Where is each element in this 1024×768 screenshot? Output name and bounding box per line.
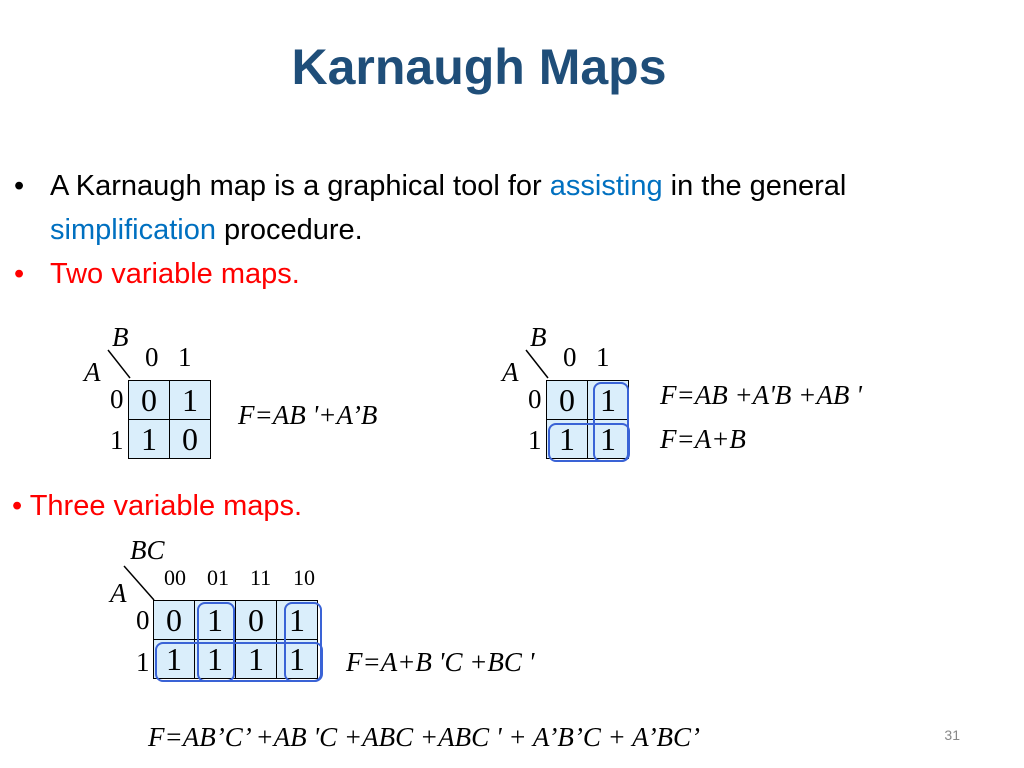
slide-title: Karnaugh Maps bbox=[291, 39, 667, 95]
map1-cell: 0 bbox=[169, 419, 211, 459]
map1-row-head-0: 0 bbox=[110, 384, 124, 414]
bullet-1: • A Karnaugh map is a graphical tool for… bbox=[12, 164, 972, 252]
map3-col-head-1: 01 bbox=[207, 565, 229, 590]
map3-cell: 0 bbox=[235, 600, 277, 640]
map3-row-head-1: 1 bbox=[136, 647, 150, 677]
map3-col-head-0: 00 bbox=[164, 565, 186, 590]
bullet-1-text-b: in the general bbox=[662, 170, 847, 202]
bullet-3-text: Three variable maps. bbox=[29, 490, 303, 522]
bullet-dot: • bbox=[14, 258, 25, 290]
map1-row-head-1: 1 bbox=[110, 425, 124, 455]
map1-col-head-0: 0 bbox=[145, 342, 159, 372]
bullet-2-text: Two variable maps. bbox=[50, 258, 300, 290]
map1-col-head-1: 1 bbox=[178, 342, 192, 372]
map3-col-head-3: 10 bbox=[293, 565, 315, 590]
map1-grid: 0 1 1 0 bbox=[128, 380, 211, 459]
bottom-equation: F=AB’C’ +AB 'C +ABC +ABC ' + A’B’C + A’B… bbox=[148, 722, 701, 752]
map3-cell: 1 bbox=[194, 639, 236, 679]
map2-col-head-1: 1 bbox=[596, 342, 610, 372]
bullet-1-highlight-assisting: assisting bbox=[549, 170, 663, 202]
map2-equation-2: F=A+B bbox=[660, 424, 746, 454]
bullet-3: • Three variable maps. bbox=[12, 484, 302, 528]
map3-equation: F=A+B 'C +BC ' bbox=[346, 647, 535, 677]
map3-loop-row-a bbox=[155, 642, 323, 682]
map3-cell: 0 bbox=[153, 600, 195, 640]
map2-loop-row-a bbox=[548, 423, 630, 462]
map2-row-var: A bbox=[502, 357, 519, 387]
bullet-1-text-c: procedure. bbox=[216, 214, 363, 246]
map2-col-var: B bbox=[530, 322, 547, 352]
map1-cell: 0 bbox=[128, 380, 170, 420]
map3-cell: 1 bbox=[235, 639, 277, 679]
map3-row-var: A bbox=[110, 578, 127, 608]
map3-cell: 1 bbox=[276, 600, 318, 640]
map3-row-head-0: 0 bbox=[136, 605, 150, 635]
map3-col-var: BC bbox=[130, 535, 165, 565]
map2-row-head-0: 0 bbox=[528, 384, 542, 414]
map3-cell: 1 bbox=[276, 639, 318, 679]
bullet-dot: • bbox=[12, 490, 23, 522]
bullet-2: • Two variable maps. bbox=[12, 252, 972, 296]
map2-row-head-1: 1 bbox=[528, 425, 542, 455]
map1-cell: 1 bbox=[169, 380, 211, 420]
bullet-1-text-a: A Karnaugh map is a graphical tool for bbox=[50, 170, 550, 202]
map1-corner-divider bbox=[107, 349, 131, 379]
map2-col-head-0: 0 bbox=[563, 342, 577, 372]
map2-corner-divider bbox=[525, 349, 549, 379]
page-number: 31 bbox=[944, 727, 960, 743]
map1-equation: F=AB '+A’B bbox=[238, 400, 378, 430]
map3-col-head-2: 11 bbox=[250, 565, 272, 590]
map1-col-var: B bbox=[112, 322, 129, 352]
map3-corner-divider bbox=[123, 565, 155, 601]
bullet-list: • A Karnaugh map is a graphical tool for… bbox=[12, 164, 972, 296]
bullet-dot: • bbox=[14, 170, 25, 202]
map2-cell: 0 bbox=[546, 380, 588, 420]
map2-equation-1: F=AB +A'B +AB ' bbox=[660, 380, 862, 410]
bullet-1-highlight-simplification: simplification bbox=[50, 214, 216, 246]
map1-row-var: A bbox=[84, 357, 101, 387]
map1-cell: 1 bbox=[128, 419, 170, 459]
